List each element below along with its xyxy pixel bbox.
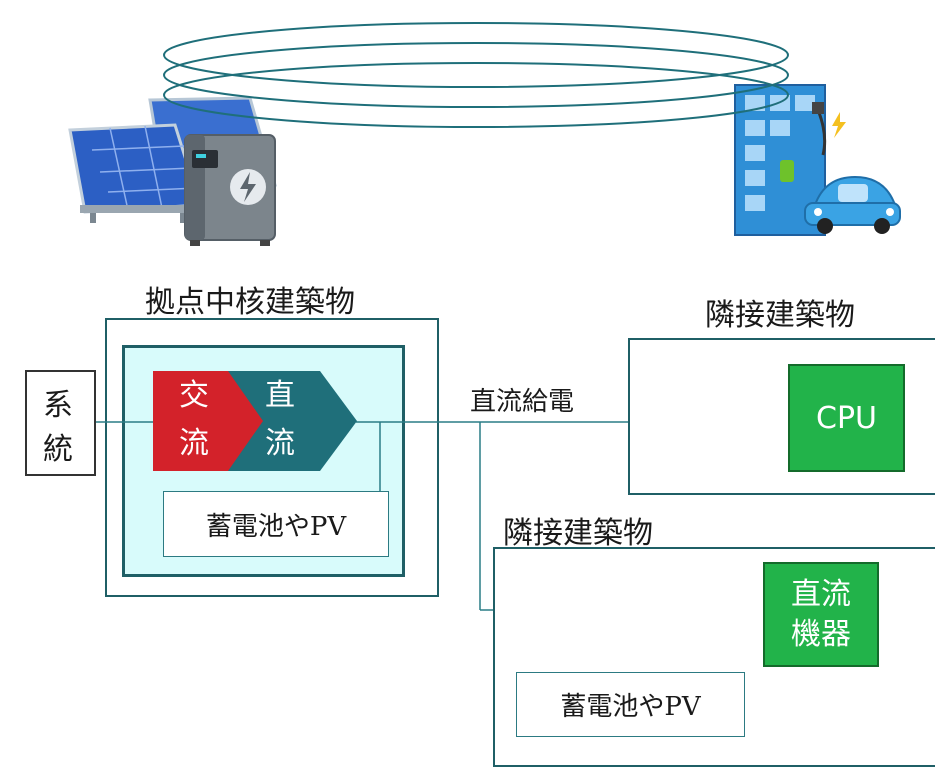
dc-feed-label: 直流給電 (470, 387, 575, 417)
grid-label-line1: 系 (43, 388, 73, 423)
ac-converter-label-line1: 交 (179, 378, 209, 413)
hub-storage-label: 蓄電池やPV (205, 511, 347, 542)
cpu-device-box: CPU (788, 364, 905, 472)
hub-title: 拠点中核建築物 (145, 285, 355, 320)
dc-converter-label-line1: 直 (265, 378, 295, 413)
illustration-layer (68, 22, 901, 246)
neighbor2-title: 隣接建築物 (503, 516, 653, 551)
grid-box (25, 370, 96, 476)
neighbor2-converter-label-line1: 直 (661, 566, 691, 601)
cpu-device-label: CPU (816, 400, 877, 436)
dc-appliance-box: 直流 機器 (763, 562, 879, 667)
neighbor1-converter-label-line2: 流 (688, 423, 718, 458)
building-ev-charging-illustration (734, 84, 901, 236)
solar-panel-battery-illustration (68, 96, 277, 246)
wireless-ring-icon (163, 22, 789, 128)
neighbor1-title: 隣接建築物 (705, 298, 855, 333)
neighbor1-converter-label-line1: 直 (688, 375, 718, 410)
dc-appliance-label-line2: 機器 (791, 616, 851, 652)
neighbor2-storage-label: 蓄電池やPV (560, 692, 701, 722)
ac-converter-label-line2: 流 (179, 426, 209, 461)
ac-converter-chevron (153, 371, 263, 471)
grid-label-line2: 統 (43, 432, 73, 467)
neighbor2-converter-label-line2: 流 (661, 613, 691, 648)
dc-appliance-label-line1: 直流 (791, 576, 851, 612)
dc-converter-label-line2: 流 (265, 426, 295, 461)
neighbor2-storage-box: 蓄電池やPV (516, 672, 745, 737)
hub-storage-box: 蓄電池やPV (163, 491, 389, 557)
